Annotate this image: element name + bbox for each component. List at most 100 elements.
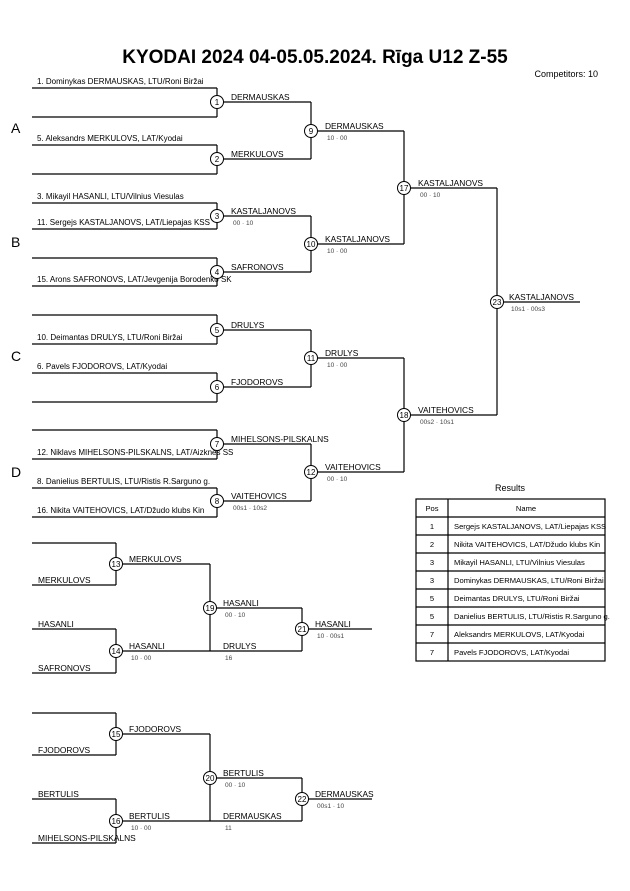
results-name: Nikita VAITEHOVICS, LAT/Džudo klubs Kin (454, 540, 600, 549)
winner-name: DERMAUSKAS (231, 92, 290, 102)
match-number: 15 (112, 730, 121, 739)
results-name: Dominykas DERMAUSKAS, LTU/Roni Biržai (454, 576, 604, 585)
match-number: 18 (400, 411, 409, 420)
results-pos: 5 (430, 594, 434, 603)
match-score: 00 · 10 (327, 476, 348, 483)
match-number: 10 (307, 240, 316, 249)
entry-name: 16. Nikita VAITEHOVICS, LAT/Džudo klubs … (37, 506, 204, 515)
winner-name: BERTULIS (223, 768, 264, 778)
match-circle (210, 323, 224, 337)
results-name: Aleksandrs MERKULOVS, LAT/Kyodai (454, 630, 585, 639)
match-circle (210, 95, 224, 109)
winner-name: KASTALJANOVS (231, 206, 296, 216)
page-title: KYODAI 2024 04-05.05.2024. Rīga U12 Z-55 (122, 47, 508, 68)
match-circle (295, 622, 309, 636)
match-circle (109, 557, 123, 571)
results-name: Sergejs KASTALJANOVS, LAT/Liepajas KSS (454, 522, 606, 531)
winner-name: MERKULOVS (129, 554, 182, 564)
repechage-entry: MERKULOVS (38, 575, 91, 585)
match-number: 16 (112, 817, 121, 826)
entry-name: 5. Aleksandrs MERKULOVS, LAT/Kyodai (37, 134, 183, 143)
pool-label: D (11, 464, 21, 480)
match-number: 14 (112, 647, 121, 656)
match-score: 11 (225, 825, 232, 832)
winner-name: DRULYS (231, 320, 265, 330)
results-name: Deimantas DRULYS, LTU/Roni Biržai (454, 594, 580, 603)
results-name: Mikayil HASANLI, LTU/Vilnius Viesulas (454, 558, 585, 567)
winner-name: VAITEHOVICS (231, 491, 287, 501)
repechage-entry: HASANLI (38, 619, 74, 629)
entry-name: 8. Danielius BERTULIS, LTU/Ristis R.Sarg… (37, 477, 210, 486)
match-circle (304, 124, 318, 138)
match-circle (210, 209, 224, 223)
match-score: 10 · 00s1 (317, 633, 344, 640)
match-number: 1 (215, 98, 220, 107)
match-score: 00 · 10 (420, 192, 441, 199)
match-circle (210, 265, 224, 279)
match-circle (210, 152, 224, 166)
entry-name: 10. Deimantas DRULYS, LTU/Roni Biržai (37, 333, 183, 342)
results-pos: 2 (430, 540, 434, 549)
winner-name: HASANLI (223, 598, 259, 608)
winner-name: VAITEHOVICS (418, 405, 474, 415)
pool-label: B (11, 234, 20, 250)
winner-name: DERMAUSKAS (315, 789, 374, 799)
entry-name: 6. Pavels FJODOROVS, LAT/Kyodai (37, 362, 167, 371)
winner-name: KASTALJANOVS (509, 292, 574, 302)
match-number: 7 (215, 440, 220, 449)
match-number: 9 (309, 127, 314, 136)
results-pos: 3 (430, 576, 434, 585)
match-circle (304, 465, 318, 479)
match-number: 20 (206, 774, 215, 783)
winner-name: SAFRONOVS (231, 262, 284, 272)
repechage-entry: BERTULIS (38, 789, 79, 799)
competitors-count: Competitors: 10 (534, 69, 598, 79)
match-number: 5 (215, 326, 220, 335)
match-score: 10 · 00 (131, 825, 152, 832)
repechage-entry: SAFRONOVS (38, 663, 91, 673)
entry-name: 12. Niklavs MIHELSONS-PILSKALNS, LAT/Aiz… (37, 448, 233, 457)
entry-name: 3. Mikayil HASANLI, LTU/Vilnius Viesulas (37, 192, 184, 201)
match-circle (210, 437, 224, 451)
results-pos: 5 (430, 612, 434, 621)
repechage-entry: FJODOROVS (38, 745, 91, 755)
winner-name: FJODOROVS (129, 724, 182, 734)
match-score: 00s1 · 10 (317, 803, 344, 810)
main-bracket: 1. Dominykas DERMAUSKAS, LTU/Roni Biržai… (11, 77, 580, 518)
match-number: 19 (206, 604, 215, 613)
match-score: 00 · 10 (233, 220, 254, 227)
match-circle (109, 727, 123, 741)
winner-name: MIHELSONS-PILSKALNS (231, 434, 329, 444)
results-title: Results (495, 483, 526, 493)
winner-name: DERMAUSKAS (325, 121, 384, 131)
winner-name: FJODOROVS (231, 377, 284, 387)
winner-name: DRULYS (325, 348, 359, 358)
match-score: 10 · 00 (131, 655, 152, 662)
match-number: 17 (400, 184, 409, 193)
match-score: 00 · 10 (225, 782, 246, 789)
winner-name: BERTULIS (129, 811, 170, 821)
match-circle (203, 601, 217, 615)
match-number: 8 (215, 497, 220, 506)
results-pos: 7 (430, 630, 434, 639)
match-score: 10 · 00 (327, 248, 348, 255)
match-score: 00s2 · 10s1 (420, 419, 454, 426)
results-pos: 1 (430, 522, 434, 531)
match-number: 6 (215, 383, 220, 392)
match-circle (295, 792, 309, 806)
entry-name: 15. Arons SAFRONOVS, LAT/Jevgenija Borod… (37, 275, 232, 284)
pool-label: C (11, 348, 21, 364)
winner-name: MERKULOVS (231, 149, 284, 159)
match-score: 10s1 · 00s3 (511, 306, 545, 313)
match-circle (304, 351, 318, 365)
match-circle (304, 237, 318, 251)
repechage-bracket: MERKULOVS HASANLI SAFRONOVS MERKULOVS 13HASA… (32, 542, 374, 844)
match-number: 13 (112, 560, 121, 569)
results-header-name: Name (516, 504, 536, 513)
winner-name: DRULYS (223, 641, 257, 651)
results-pos: 7 (430, 648, 434, 657)
match-circle (210, 380, 224, 394)
match-circle (203, 771, 217, 785)
